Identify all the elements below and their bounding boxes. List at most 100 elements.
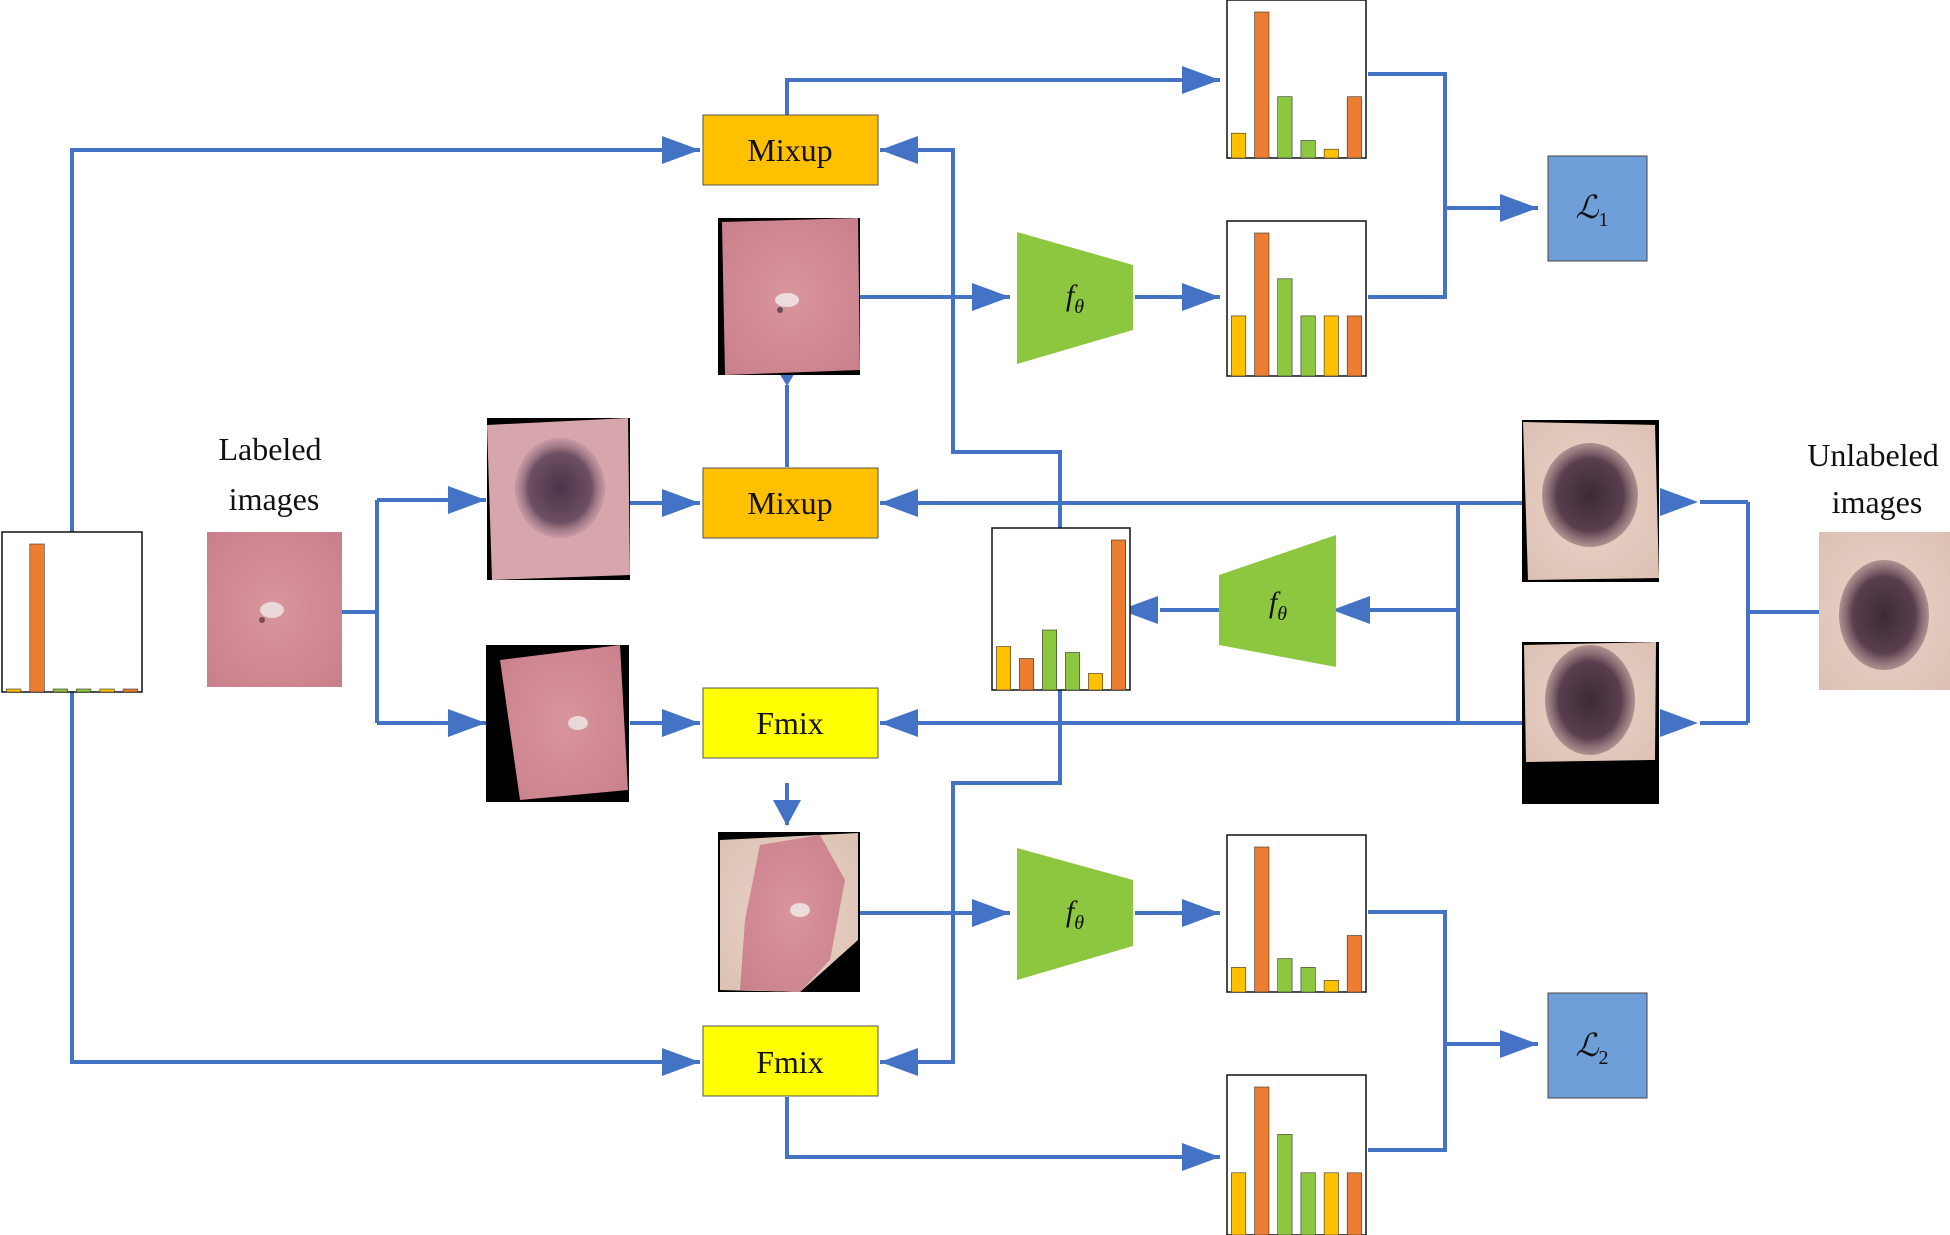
histogram-frame: [1226, 834, 1367, 993]
histogram-frame: [1226, 220, 1367, 377]
labeled-augmented-image-1: [487, 418, 630, 580]
histogram-bar: [122, 688, 138, 693]
histogram-bar: [1111, 539, 1127, 691]
arrowhead: [880, 1048, 918, 1076]
histogram-bar: [1277, 96, 1293, 159]
arrowhead: [1500, 194, 1538, 222]
histogram-frame: [1226, 0, 1367, 159]
histogram-bar: [1019, 658, 1035, 691]
histogram-bar: [1323, 315, 1339, 377]
histogram-bar: [1323, 980, 1339, 993]
arrowhead: [880, 136, 918, 164]
network-bottom: fθ: [1017, 848, 1133, 980]
histogram-bar: [29, 543, 45, 693]
histogram-bar: [1277, 278, 1293, 377]
histogram-bar: [1231, 315, 1247, 377]
svg-text:ℒ1: ℒ1: [1575, 189, 1608, 231]
fmix-box-bottom: Fmix: [702, 1025, 879, 1097]
histogram-top-prediction: [1226, 220, 1367, 377]
histogram-bar: [52, 688, 68, 693]
connector: [70, 148, 700, 532]
histogram-bar: [1346, 935, 1362, 993]
histogram-bar: [1300, 315, 1316, 377]
arrowhead: [1500, 1030, 1538, 1058]
fmix-box-middle: Fmix: [702, 687, 879, 759]
histogram-bar: [1042, 629, 1058, 691]
histogram-frame: [1, 531, 143, 693]
arrowhead: [1182, 1143, 1220, 1171]
loss-box-l2: ℒ2: [1547, 992, 1648, 1099]
histogram-bar: [1231, 967, 1247, 993]
histogram-frame: [991, 527, 1131, 691]
connector-lines: [70, 72, 1819, 1159]
histogram-label-onehot: [1, 531, 143, 693]
labeled-source-image: [207, 532, 342, 687]
arrowhead: [662, 489, 700, 517]
connector: [785, 78, 1220, 116]
histogram-bar: [1323, 148, 1339, 159]
connector: [70, 688, 700, 1064]
histogram-bar: [1277, 958, 1293, 993]
labeled-augmented-image-2: [486, 645, 629, 802]
histogram-bar: [996, 646, 1012, 691]
histogram-bottom-mixed-target: [1226, 1074, 1367, 1235]
histogram-bar: [1346, 96, 1362, 159]
mixup-box-top: Mixup: [702, 114, 879, 186]
mixup-output-image: [718, 218, 860, 375]
arrowhead: [1120, 596, 1158, 624]
histogram-bar: [1346, 315, 1362, 377]
arrowhead: [880, 709, 918, 737]
arrowhead: [662, 709, 700, 737]
histogram-bar: [1088, 673, 1104, 691]
connector: [880, 148, 1062, 528]
histogram-bar: [1346, 1172, 1362, 1235]
arrowhead: [1182, 283, 1220, 311]
histogram-guessed-label: [991, 527, 1131, 691]
arrowhead: [880, 489, 918, 517]
histogram-bar: [1231, 132, 1247, 159]
histogram-frame: [1226, 1074, 1367, 1235]
network-top: fθ: [1017, 232, 1133, 364]
arrowhead: [773, 800, 801, 826]
connector: [1368, 72, 1447, 299]
arrowhead: [448, 709, 486, 737]
histogram-bar: [1254, 1086, 1270, 1235]
connector: [1368, 910, 1447, 1152]
svg-text:Mixup: Mixup: [747, 132, 832, 168]
network-middle: fθ: [1219, 535, 1336, 667]
arrowhead: [1182, 66, 1220, 94]
histogram-bar: [99, 688, 115, 693]
arrowhead: [972, 899, 1010, 927]
histogram-bar: [1277, 1134, 1293, 1235]
histogram-bar: [76, 688, 92, 693]
histogram-bar: [1231, 1172, 1247, 1235]
histogram-bar: [1300, 140, 1316, 159]
histogram-bar: [1300, 967, 1316, 993]
histogram-bottom-prediction: [1226, 834, 1367, 993]
connector: [785, 1097, 1220, 1159]
unlabeled-augmented-image-2: [1522, 642, 1659, 804]
loss-box-l1: ℒ1: [1547, 155, 1648, 262]
svg-text:Fmix: Fmix: [756, 705, 824, 741]
labeled-images-label: Labeled images: [218, 431, 329, 517]
arrowhead: [662, 136, 700, 164]
unlabeled-source-image: [1819, 532, 1950, 690]
histograms: [1, 0, 1367, 1235]
fmix-output-image: [718, 832, 860, 992]
histogram-bar: [1065, 652, 1081, 691]
connector: [880, 690, 1062, 1064]
arrowhead: [448, 486, 486, 514]
svg-text:ℒ2: ℒ2: [1575, 1027, 1608, 1069]
arrowhead: [1332, 596, 1370, 624]
mixup-box-middle: Mixup: [702, 467, 879, 539]
arrowhead: [972, 283, 1010, 311]
histogram-bar: [1300, 1172, 1316, 1235]
svg-text:Fmix: Fmix: [756, 1044, 824, 1080]
arrowhead: [1182, 899, 1220, 927]
arrowhead: [1660, 709, 1698, 737]
histogram-bar: [1254, 11, 1270, 159]
unlabeled-images-label: Unlabeled images: [1807, 437, 1947, 520]
histogram-bar: [6, 688, 22, 693]
svg-text:Mixup: Mixup: [747, 485, 832, 521]
histogram-bar: [1254, 232, 1270, 377]
